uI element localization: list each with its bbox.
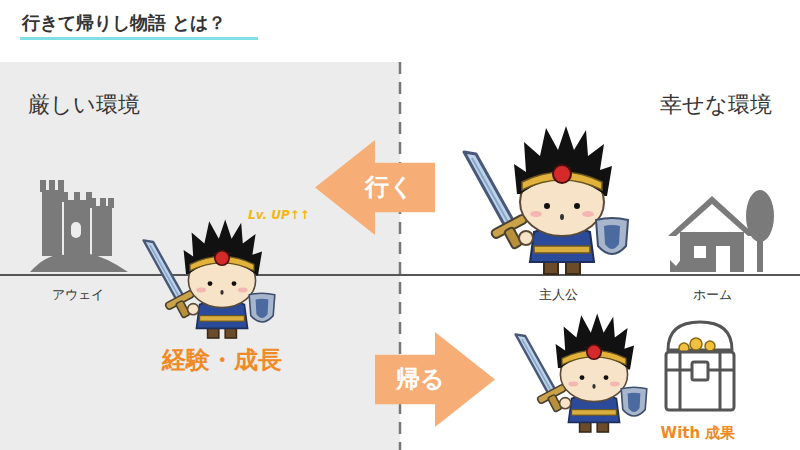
arrow-label: 帰る [396,365,445,394]
result-label: With 成果 [661,424,736,442]
region-heading: 幸せな環境 [660,92,772,118]
character-label: 主人公 [539,287,578,303]
arrow-shape: 帰る [375,332,495,427]
arrow-shape: 行く [315,140,435,235]
place-label: アウェイ [52,287,104,303]
level-up-note: Lv. UP↑↑ [248,208,310,222]
place-label: ホーム [693,287,732,303]
arrow-label: 行く [365,173,414,202]
region-heading: 厳しい環境 [28,92,140,118]
diagram-title: 行きて帰りし物語 とは？ [22,12,226,34]
growth-label: 経験・成長 [162,346,282,375]
arrow-fill [315,140,435,235]
arrow-fill [375,332,495,427]
